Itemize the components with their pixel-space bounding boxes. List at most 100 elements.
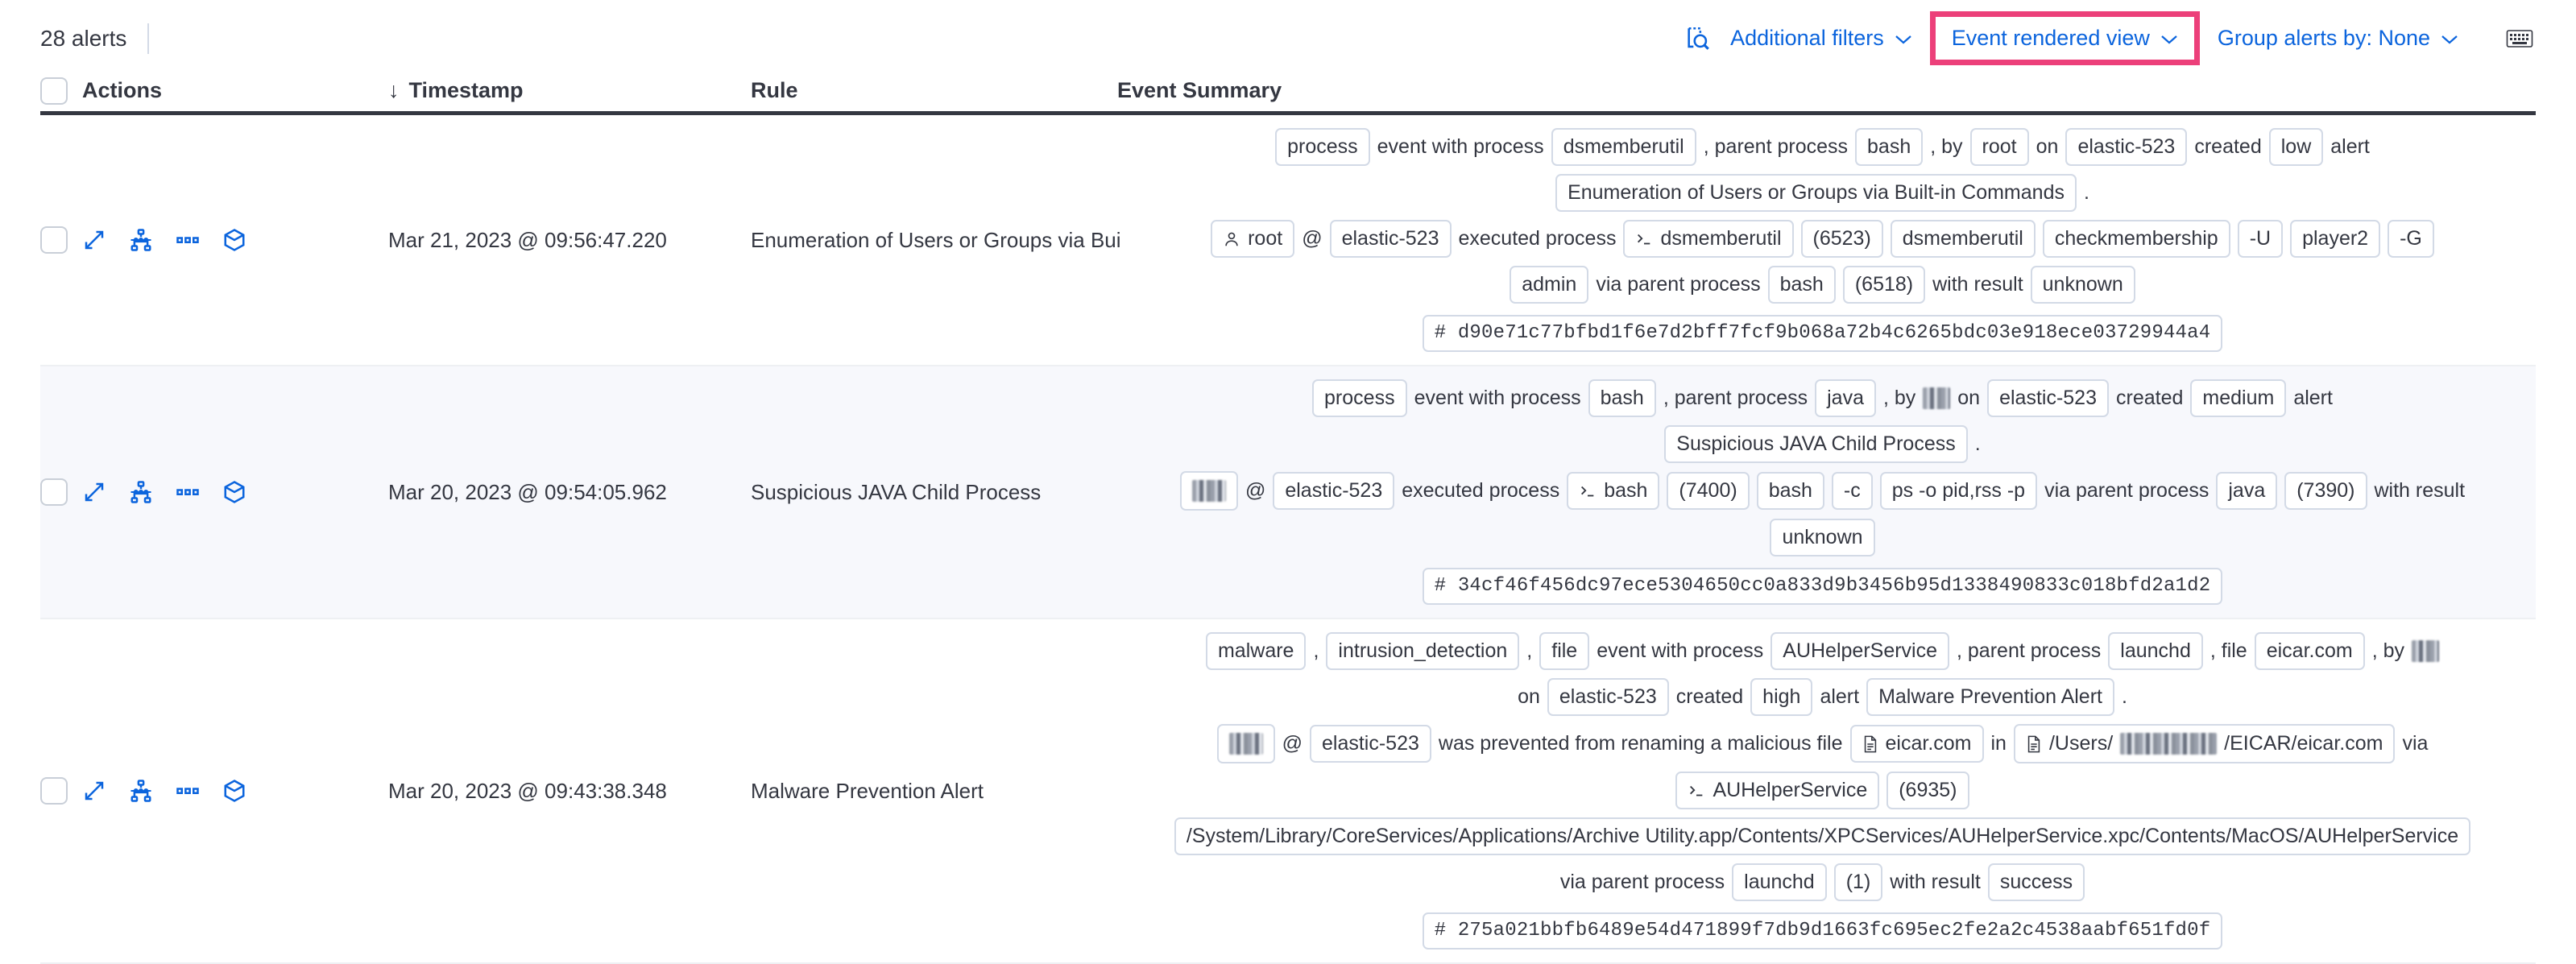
summary-chip[interactable]: AUHelperService: [1675, 772, 1880, 809]
summary-chip[interactable]: launchd: [1732, 863, 1827, 901]
expand-icon[interactable]: [82, 480, 106, 504]
summary-chip[interactable]: elastic-523: [1273, 472, 1395, 510]
summary-text: alert: [2330, 135, 2370, 158]
summary-chip[interactable]: elastic-523: [1987, 379, 2109, 417]
row-select-checkbox[interactable]: [40, 226, 68, 254]
summary-chip[interactable]: bash: [1756, 472, 1824, 510]
summary-chip[interactable]: player2: [2290, 220, 2381, 258]
summary-chip[interactable]: (1): [1833, 863, 1883, 901]
session-view-icon[interactable]: [222, 228, 246, 252]
summary-chip[interactable]: bash: [1855, 128, 1924, 166]
row-select-checkbox[interactable]: [40, 478, 68, 506]
summary-chip[interactable]: bash: [1567, 472, 1660, 510]
summary-chip[interactable]: elastic-523: [1329, 220, 1452, 258]
session-view-icon[interactable]: [222, 480, 246, 504]
additional-filters-dropdown[interactable]: Additional filters: [1719, 18, 1924, 59]
summary-chip[interactable]: root: [1969, 128, 2029, 166]
summary-chip[interactable]: -G: [2388, 220, 2434, 258]
event-hash-chip[interactable]: # 34cf46f456dc97ece5304650cc0a833d9b3456…: [1422, 568, 2223, 605]
event-summary-line: Suspicious JAVA Child Process.: [1664, 425, 1981, 463]
column-header-timestamp[interactable]: ↓ Timestamp: [388, 78, 751, 103]
summary-text: in: [1990, 732, 2007, 755]
analyze-event-icon[interactable]: [129, 480, 153, 504]
keyboard-shortcuts-icon[interactable]: [2499, 18, 2541, 60]
summary-chip[interactable]: malware: [1205, 632, 1307, 670]
summary-chip[interactable]: (7390): [2284, 472, 2367, 510]
chip-label: # 34cf46f456dc97ece5304650cc0a833d9b3456…: [1434, 575, 2211, 597]
column-header-rule: Rule: [751, 78, 798, 102]
chip-label: dsmemberutil: [1902, 227, 2023, 250]
summary-chip[interactable]: high: [1750, 678, 1813, 716]
summary-chip[interactable]: ps -o pid,rss -p: [1879, 472, 2038, 510]
summary-chip[interactable]: file: [1539, 632, 1590, 670]
row-rule-name[interactable]: Malware Prevention Alert: [751, 778, 984, 803]
summary-chip[interactable]: Malware Prevention Alert: [1866, 678, 2114, 716]
summary-chip[interactable]: intrusion_detection: [1326, 632, 1520, 670]
summary-chip[interactable]: Enumeration of Users or Groups via Built…: [1555, 174, 2077, 212]
summary-chip[interactable]: elastic-523: [2065, 128, 2188, 166]
expand-icon[interactable]: [82, 228, 106, 252]
summary-chip[interactable]: (6935): [1886, 772, 1969, 809]
summary-chip[interactable]: launchd: [2108, 632, 2203, 670]
summary-chip[interactable]: -U: [2237, 220, 2284, 258]
event-rendered-view-dropdown[interactable]: Event rendered view: [1940, 18, 2189, 59]
summary-punctuation: ,: [1526, 639, 1533, 662]
summary-chip[interactable]: root: [1211, 220, 1295, 258]
more-actions-icon[interactable]: [176, 228, 200, 252]
redacted-user-chip[interactable]: [1179, 471, 1238, 511]
summary-chip[interactable]: unknown: [2030, 266, 2135, 304]
more-actions-icon[interactable]: [176, 779, 200, 803]
summary-chip[interactable]: bash: [1588, 379, 1656, 417]
summary-chip[interactable]: checkmembership: [2042, 220, 2230, 258]
summary-chip[interactable]: AUHelperService: [1770, 632, 1950, 670]
chip-label: process: [1287, 135, 1358, 158]
summary-chip[interactable]: (7400): [1667, 472, 1750, 510]
summary-chip[interactable]: elastic-523: [1309, 725, 1431, 763]
summary-chip[interactable]: elastic-523: [1547, 678, 1669, 716]
summary-chip[interactable]: medium: [2190, 379, 2287, 417]
row-rule-name[interactable]: Suspicious JAVA Child Process: [751, 479, 1042, 504]
summary-chip[interactable]: process: [1312, 379, 1407, 417]
analyze-event-icon[interactable]: [129, 228, 153, 252]
chip-label: -U: [2249, 227, 2272, 250]
summary-chip[interactable]: (6518): [1842, 266, 1926, 304]
group-alerts-by-dropdown[interactable]: Group alerts by: None: [2206, 18, 2470, 59]
summary-chip[interactable]: -c: [1831, 472, 1873, 510]
summary-chip[interactable]: Suspicious JAVA Child Process: [1664, 425, 1968, 463]
summary-chip[interactable]: /System/Library/CoreServices/Application…: [1174, 817, 2471, 855]
summary-chip[interactable]: bash: [1767, 266, 1836, 304]
summary-text: via: [2402, 732, 2429, 755]
summary-chip[interactable]: process: [1275, 128, 1370, 166]
row-rule-name[interactable]: Enumeration of Users or Groups via Bui: [751, 227, 1121, 252]
summary-chip[interactable]: eicar.com: [1849, 725, 1984, 763]
summary-chip[interactable]: dsmemberutil: [1551, 128, 1696, 166]
summary-chip[interactable]: success: [1987, 863, 2085, 901]
expand-icon[interactable]: [82, 779, 106, 803]
row-select-checkbox[interactable]: [40, 777, 68, 805]
more-actions-icon[interactable]: [176, 480, 200, 504]
summary-chip[interactable]: low: [2268, 128, 2324, 166]
summary-chip[interactable]: (6523): [1800, 220, 1883, 258]
analyze-event-icon[interactable]: [129, 779, 153, 803]
summary-chip[interactable]: admin: [1510, 266, 1589, 304]
select-all-checkbox[interactable]: [40, 77, 68, 105]
event-hash-chip[interactable]: # 275a021bbfb6489e54d471899f7db9d1663fc6…: [1422, 912, 2223, 950]
inspect-icon[interactable]: [1677, 18, 1719, 60]
redacted-user-chip[interactable]: [1216, 724, 1275, 763]
summary-text: event with process: [1414, 387, 1581, 409]
summary-chip[interactable]: java: [2216, 472, 2278, 510]
summary-chip[interactable]: java: [1815, 379, 1876, 417]
summary-chip[interactable]: unknown: [1770, 519, 1875, 556]
summary-chip[interactable]: dsmemberutil: [1623, 220, 1794, 258]
event-summary-line: # 34cf46f456dc97ece5304650cc0a833d9b3456…: [1422, 568, 2223, 605]
summary-chip[interactable]: dsmemberutil: [1890, 220, 2036, 258]
file-path-chip[interactable]: /Users//EICAR/eicar.com: [2013, 724, 2396, 763]
chip-label: bash: [1604, 479, 1648, 502]
event-hash-chip[interactable]: # d90e71c77bfbd1f6e7d2bff7fcf9b068a72b4c…: [1422, 315, 2223, 352]
summary-chip[interactable]: eicar.com: [2254, 632, 2365, 670]
session-view-icon[interactable]: [222, 779, 246, 803]
